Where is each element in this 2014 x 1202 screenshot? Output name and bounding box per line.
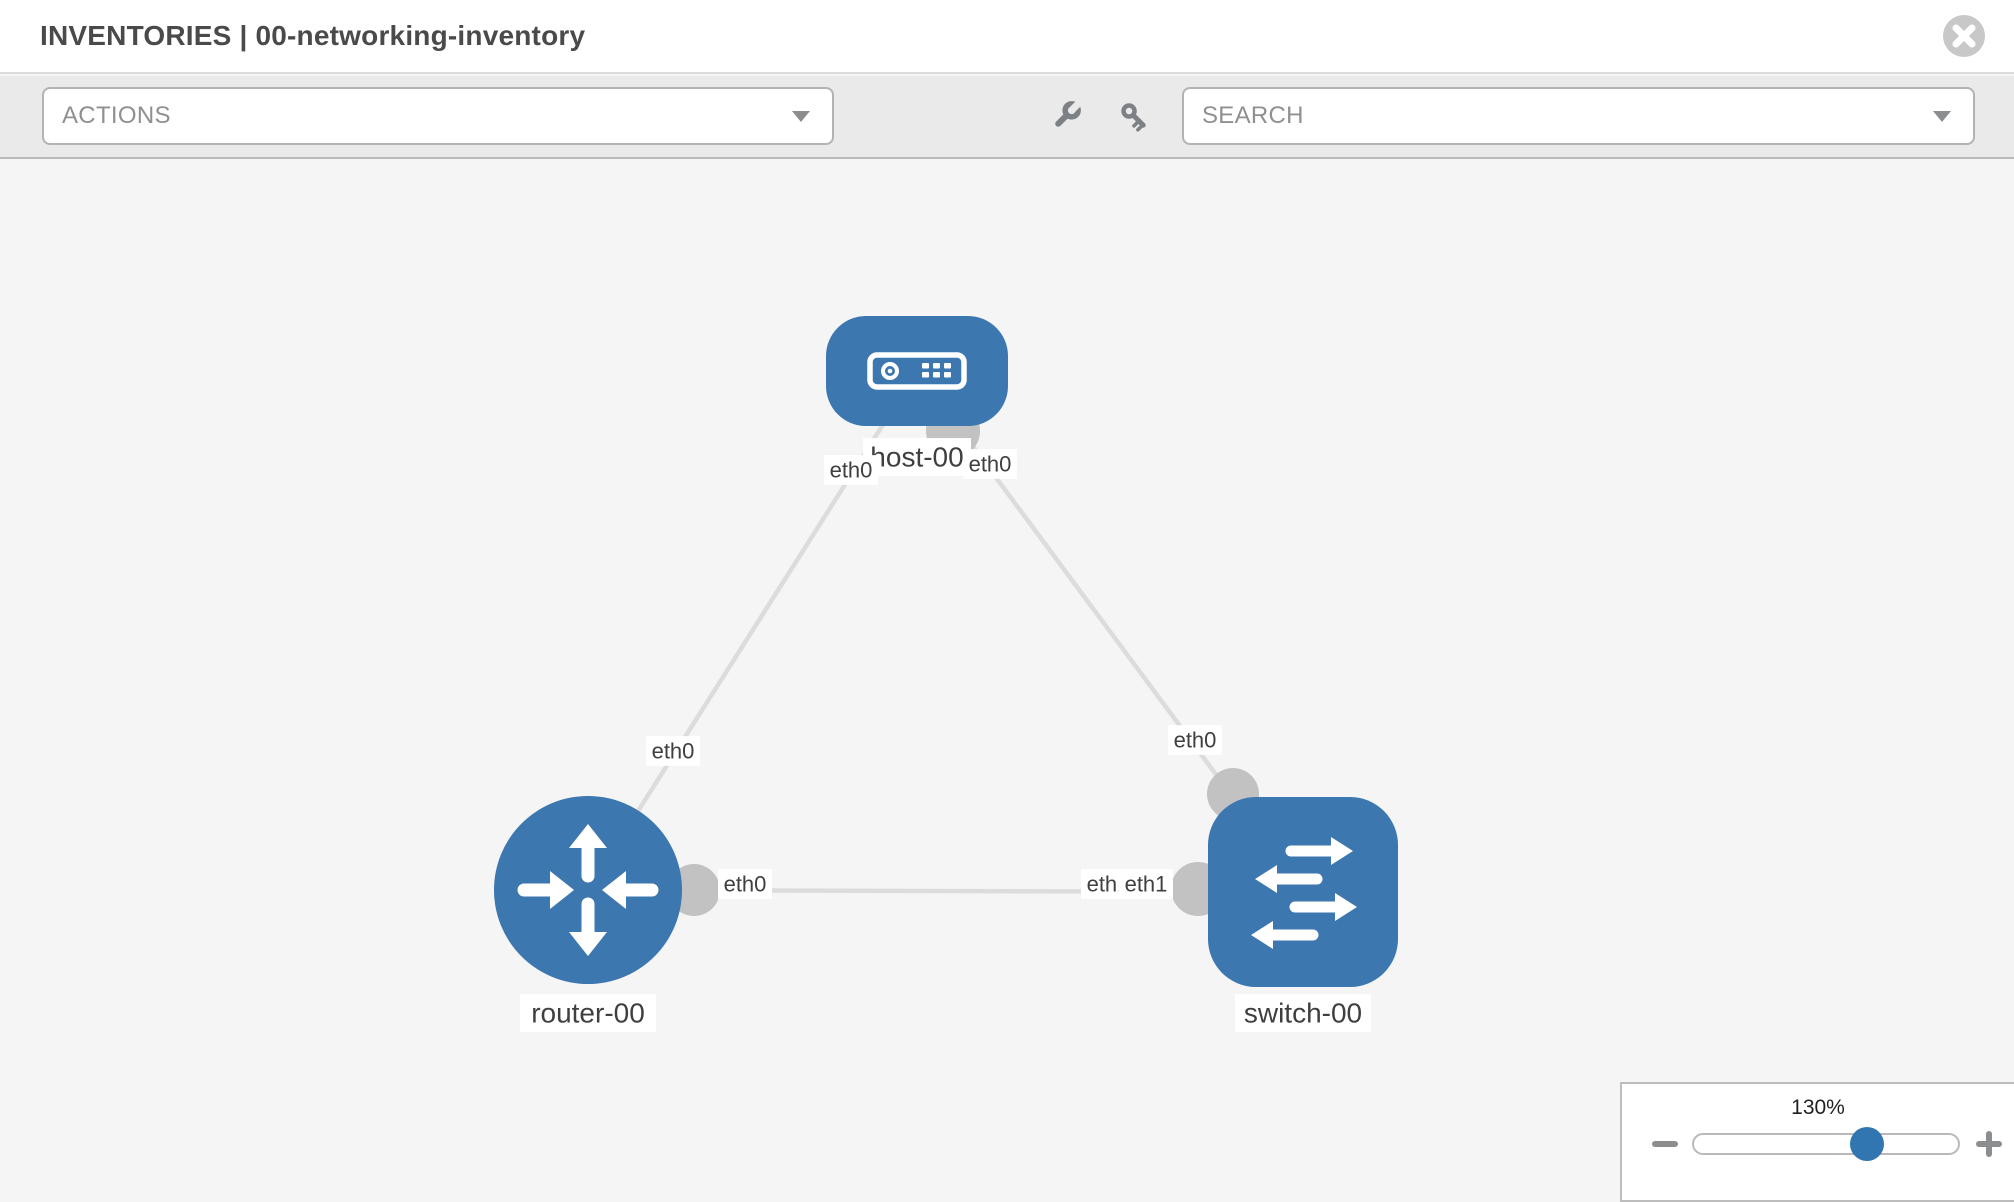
interface-label: eth0	[724, 871, 767, 896]
zoom-slider[interactable]	[1692, 1127, 1960, 1161]
node-host-00[interactable]	[826, 316, 1008, 426]
search-dropdown-label: SEARCH	[1202, 102, 1304, 129]
interface-label-bg	[1168, 725, 1222, 755]
interface-label-bg	[963, 449, 1017, 479]
node-label: router-00	[531, 998, 645, 1029]
actions-dropdown[interactable]: ACTIONS	[42, 87, 834, 145]
chevron-down-icon	[1933, 111, 1951, 122]
header: INVENTORIES | 00-networking-inventory	[0, 0, 2014, 74]
interface-label-bg	[824, 455, 878, 485]
interface-label-bg	[1119, 869, 1173, 899]
zoom-in-button[interactable]	[1976, 1131, 2002, 1157]
interface-label: eth0	[1174, 727, 1217, 752]
page-title: INVENTORIES | 00-networking-inventory	[40, 20, 586, 51]
chevron-down-icon	[792, 111, 810, 122]
node-label: host-00	[870, 442, 963, 473]
node-router-00[interactable]	[494, 796, 682, 984]
interface-label: eth1	[1125, 871, 1168, 896]
node-label-bg	[520, 994, 656, 1032]
zoom-level-value: 130%	[1791, 1096, 1845, 1119]
interface-label: eth0	[969, 451, 1012, 476]
node-label-bg	[863, 438, 971, 476]
interface-label: eth0	[830, 457, 873, 482]
close-button[interactable]	[1942, 14, 1986, 58]
close-icon	[1943, 15, 1985, 57]
configure-button[interactable]	[1048, 98, 1084, 134]
actions-dropdown-label: ACTIONS	[62, 102, 171, 129]
search-dropdown[interactable]: SEARCH	[1182, 87, 1975, 145]
key-icon	[1121, 103, 1146, 132]
interface-label: eth0	[652, 738, 695, 763]
zoom-slider-thumb[interactable]	[1850, 1127, 1884, 1161]
zoom-out-button[interactable]	[1652, 1141, 1678, 1147]
interface-label-bg	[718, 869, 772, 899]
topology-canvas[interactable]: host-00 router-00 switch-00 eth0 eth0 eth0 eth…	[0, 159, 2014, 1200]
toolbar: ACTIONS SEARCH	[0, 76, 2014, 159]
interface-label-bg	[646, 736, 700, 766]
zoom-panel: 130%	[1620, 1082, 2014, 1202]
credentials-button[interactable]	[1116, 98, 1152, 134]
node-label-bg	[1235, 994, 1371, 1032]
node-label: switch-00	[1244, 998, 1362, 1029]
wrench-icon	[1055, 100, 1082, 127]
node-switch-00[interactable]	[1208, 797, 1398, 987]
